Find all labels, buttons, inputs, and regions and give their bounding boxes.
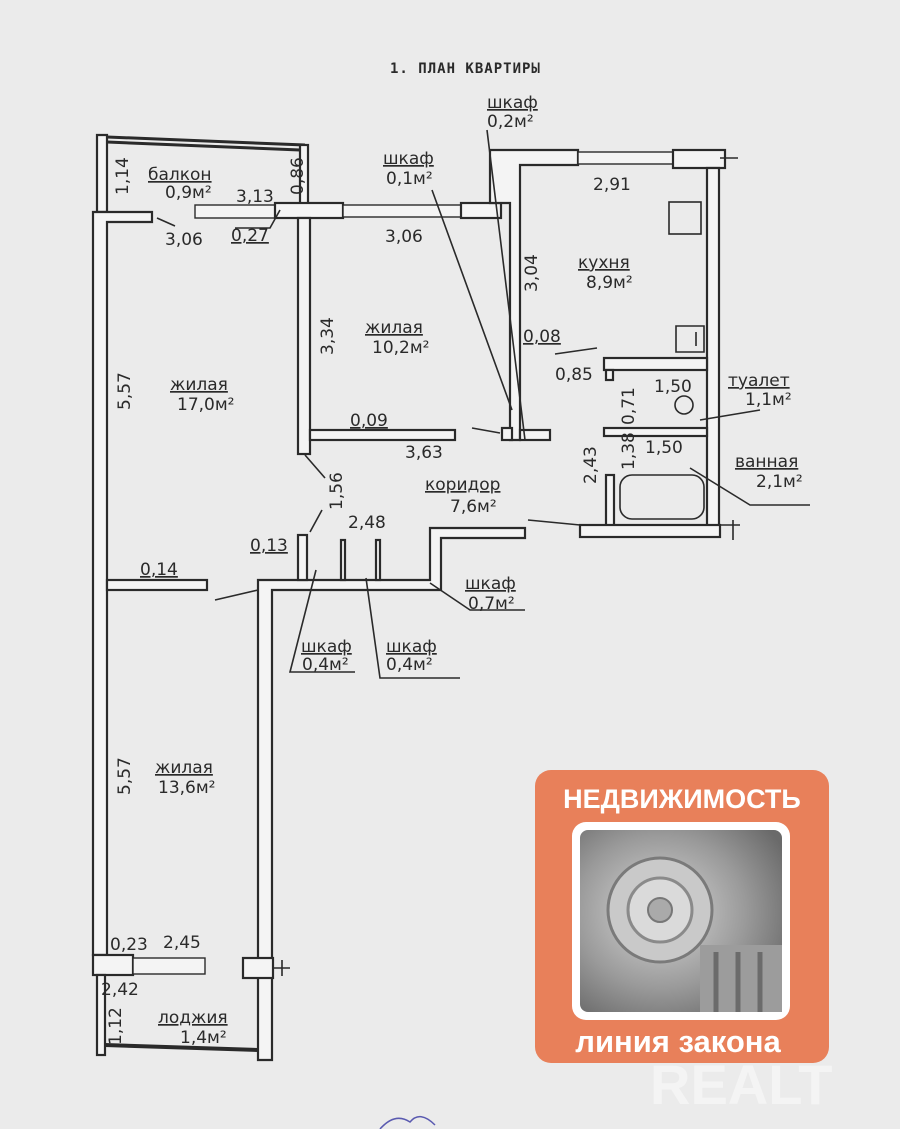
- dim: 5,57: [115, 757, 135, 795]
- room-area-kitchen: 8,9м²: [586, 273, 633, 293]
- room-area-living-1: 17,0м²: [177, 395, 235, 415]
- dim: 1,56: [327, 472, 347, 510]
- room-name-bathroom: ванная: [735, 452, 798, 472]
- closet-area: 0,4м²: [386, 655, 433, 675]
- room-name-kitchen: кухня: [578, 253, 630, 273]
- dim: 1,14: [113, 157, 133, 195]
- logo-top-text: НЕДВИЖИМОСТЬ: [563, 784, 801, 814]
- leader-lines: [156, 129, 810, 679]
- dim: 0,71: [619, 387, 639, 425]
- dim: 0,27: [231, 226, 269, 246]
- room-name-toilet: туалет: [728, 371, 790, 391]
- room-name-corridor: коридор: [425, 475, 500, 495]
- dim: 0,86: [288, 157, 308, 195]
- dim: 1,50: [654, 377, 692, 397]
- agency-logo: НЕДВИЖИМОСТЬ линия закона: [535, 770, 829, 1063]
- dim: 0,85: [555, 365, 593, 385]
- dim: 3,06: [385, 227, 423, 247]
- dim: 2,48: [348, 513, 386, 533]
- dim: 0,09: [350, 411, 388, 431]
- dim: 1,12: [106, 1007, 126, 1045]
- logo-bottom-text: линия закона: [575, 1024, 781, 1059]
- room-area-living-2: 10,2м²: [372, 338, 430, 358]
- room-area-balcony: 0,9м²: [165, 183, 212, 203]
- room-area-corridor: 7,6м²: [450, 497, 497, 517]
- dim: 0,23: [110, 935, 148, 955]
- room-name-balcony: балкон: [148, 165, 212, 185]
- dim: 2,42: [101, 980, 139, 1000]
- room-area-bathroom: 2,1м²: [756, 472, 803, 492]
- closet-name: шкаф: [386, 637, 437, 657]
- closet-area: 0,4м²: [302, 655, 349, 675]
- room-name-loggia: лоджия: [158, 1008, 228, 1028]
- signature: [379, 1116, 436, 1129]
- closet-name: шкаф: [487, 93, 538, 113]
- closet-area: 0,1м²: [386, 169, 433, 189]
- fixtures: [619, 201, 705, 520]
- room-labels: балкон 0,9м² жилая 17,0м² жилая 10,2м² к…: [148, 165, 803, 1048]
- dim: 0,14: [140, 560, 178, 580]
- closet-name: шкаф: [301, 637, 352, 657]
- room-area-loggia: 1,4м²: [180, 1028, 227, 1048]
- realt-watermark: REALT: [650, 1053, 833, 1116]
- dim: 3,06: [165, 230, 203, 250]
- room-name-living-3: жилая: [155, 758, 213, 778]
- room-name-living-1: жилая: [170, 375, 228, 395]
- room-name-living-2: жилая: [365, 318, 423, 338]
- dim: 0,08: [523, 327, 561, 347]
- closet-name: шкаф: [383, 149, 434, 169]
- dim: 3,63: [405, 443, 443, 463]
- dim: 1,50: [645, 438, 683, 458]
- stove-icon: [668, 201, 702, 235]
- closet-area: 0,2м²: [487, 112, 534, 132]
- sink-icon: [675, 325, 705, 353]
- bathtub-icon: [619, 474, 705, 520]
- dim: 3,04: [522, 254, 542, 292]
- plan-title: 1. ПЛАН КВАРТИРЫ: [390, 61, 541, 77]
- dim: 5,57: [115, 372, 135, 410]
- closet-area: 0,7м²: [468, 594, 515, 614]
- dimension-labels: 1,14 0,86 3,13 3,06 0,27 5,57 3,06 3,34 …: [101, 157, 692, 1045]
- dim: 0,13: [250, 536, 288, 556]
- toilet-icon: [674, 395, 694, 415]
- dim: 3,34: [318, 317, 338, 355]
- dim: 3,13: [236, 187, 274, 207]
- dim: 1,38: [619, 432, 639, 470]
- closet-labels: шкаф 0,2м² шкаф 0,1м² шкаф 0,7м² шкаф 0,…: [301, 93, 538, 675]
- room-area-living-3: 13,6м²: [158, 778, 216, 798]
- dim: 2,43: [581, 446, 601, 484]
- closet-name: шкаф: [465, 574, 516, 594]
- dim: 2,91: [593, 175, 631, 195]
- dim: 2,45: [163, 933, 201, 953]
- room-area-toilet: 1,1м²: [745, 390, 792, 410]
